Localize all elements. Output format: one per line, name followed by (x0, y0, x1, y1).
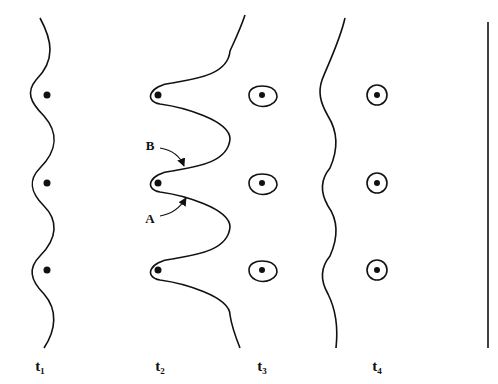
vortex-core (44, 267, 51, 274)
vortex-loop (249, 261, 277, 281)
vortex-loop (249, 86, 277, 106)
vortex-core (155, 180, 162, 187)
leader-arrow (160, 198, 186, 216)
interface-line (151, 15, 245, 348)
point-label: B (146, 139, 155, 152)
vortex-core (44, 180, 51, 187)
vortex-core (374, 92, 380, 98)
point-label: A (145, 212, 154, 225)
interface-line (487, 22, 489, 348)
time-label: t₂ (155, 359, 165, 374)
time-label: t₁ (35, 359, 45, 374)
vortex-core (259, 267, 265, 273)
vortex-ring (367, 260, 387, 280)
vortex-ring (367, 173, 387, 193)
interface-line (320, 18, 345, 348)
vortex-core (374, 267, 380, 273)
leader-arrow (160, 148, 184, 166)
time-label: t₃ (257, 359, 267, 374)
vortex-core (155, 92, 162, 99)
vortex-core (374, 180, 380, 186)
vortex-core (44, 92, 51, 99)
vortex-loop (249, 174, 277, 194)
vortex-core (259, 92, 265, 98)
vortex-core (155, 267, 162, 274)
vortex-ring (367, 85, 387, 105)
interface-line (30, 18, 54, 348)
vortex-core (259, 180, 265, 186)
time-label: t₄ (372, 359, 382, 374)
